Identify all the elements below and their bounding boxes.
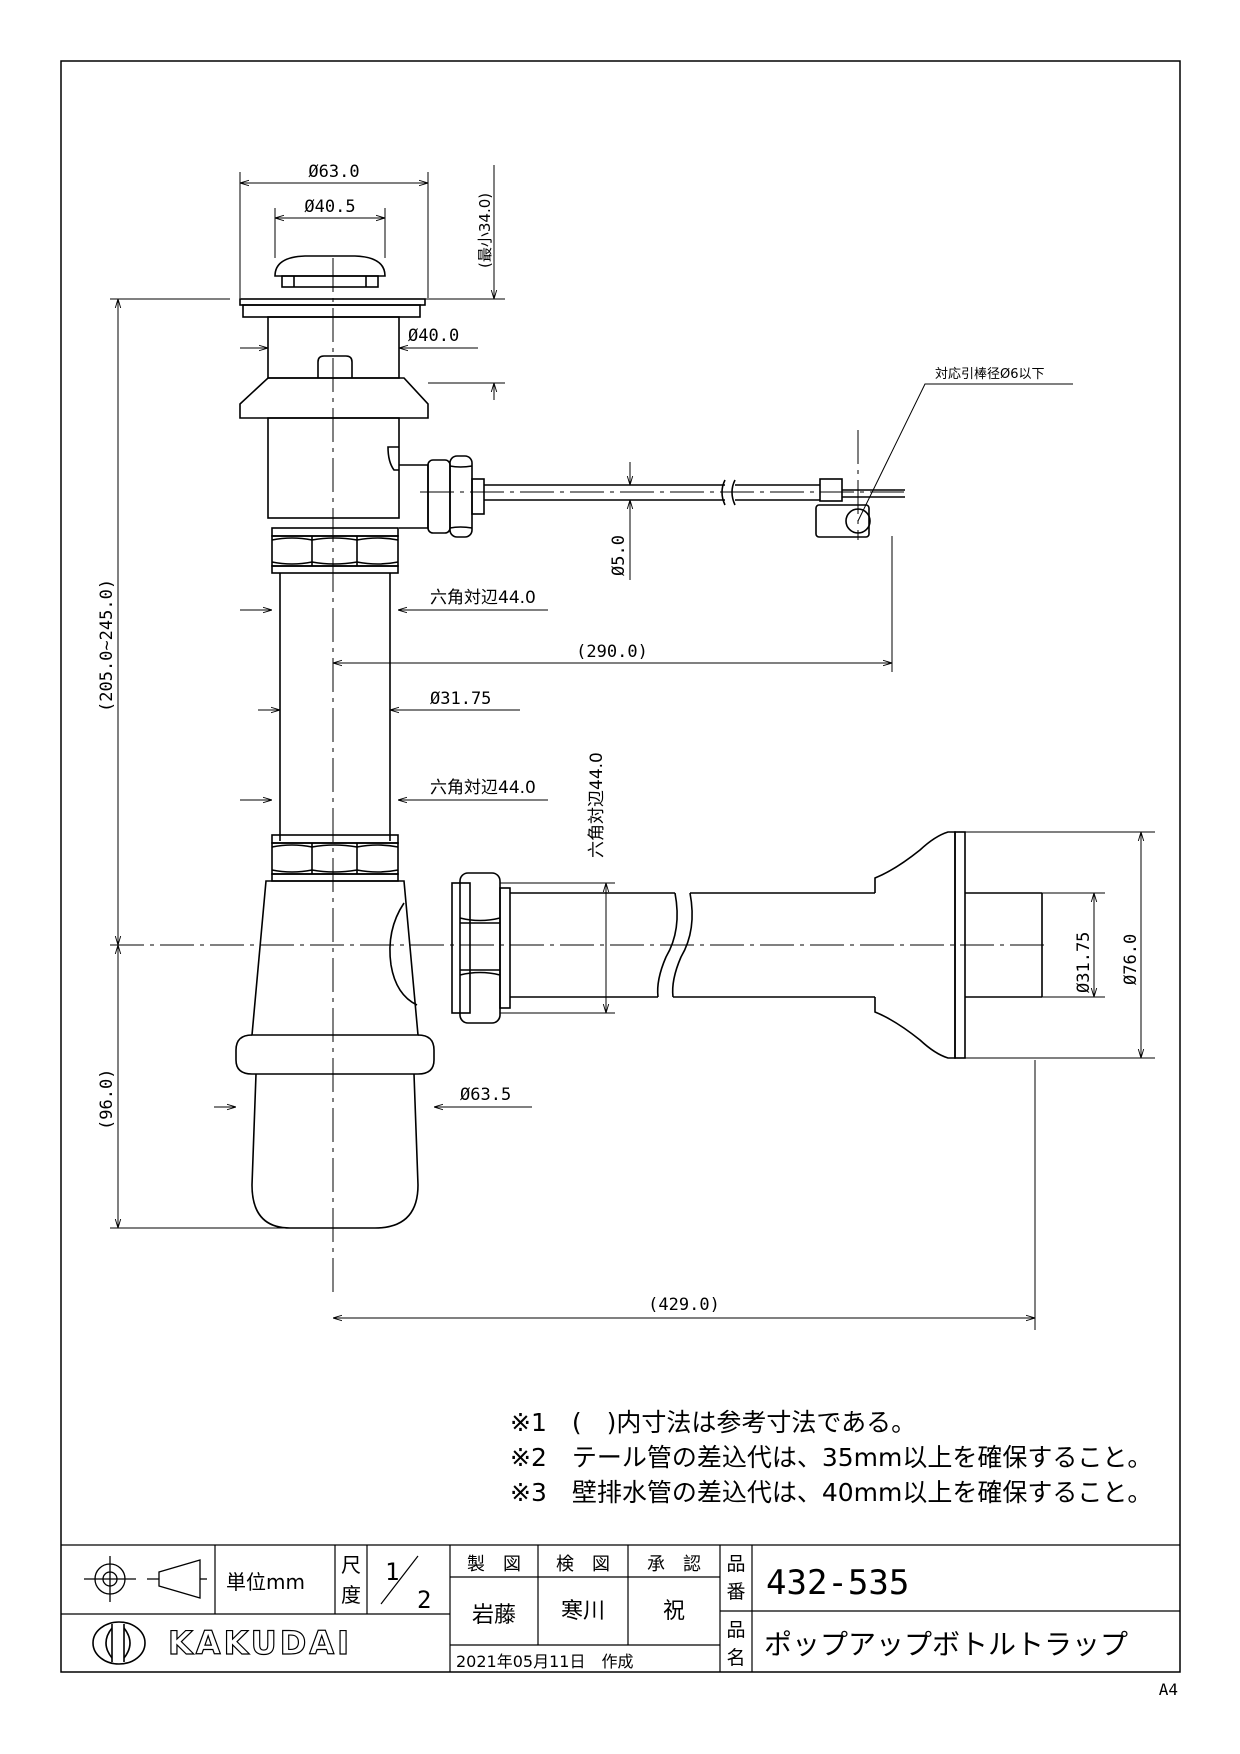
dimension-lines — [110, 165, 1155, 1330]
paper-size: A4 — [1159, 1680, 1178, 1699]
part-no-label-1: 品 — [726, 1553, 745, 1575]
dim-hex-upper: 六角対辺44.0 — [430, 588, 536, 608]
dim-d40-5: Ø40.5 — [304, 197, 355, 217]
center-lines — [110, 258, 1050, 1295]
approved-label: 承 認 — [647, 1554, 701, 1575]
part-name-label-1: 品 — [726, 1619, 745, 1641]
drawn-label: 製 図 — [467, 1554, 521, 1575]
title-block-text: 単位mm 尺 度 1 2 製 図 検 図 承 認 岩藤 寒川 祝 2021年05… — [167, 1553, 1128, 1671]
dim-d76-0: Ø76.0 — [1121, 934, 1141, 985]
creation-date: 2021年05月11日 作成 — [456, 1652, 633, 1671]
dimension-labels: Ø63.0 Ø40.5 (最小34.0) Ø40.0 対応引棒径Ø6以下 Ø5.… — [97, 162, 1141, 1315]
dim-rod-note: 対応引棒径Ø6以下 — [935, 367, 1045, 382]
part-name: ポップアップボトルトラップ — [764, 1628, 1128, 1661]
upper-hex-nut — [271, 535, 399, 567]
scale-label-2: 度 — [341, 1583, 361, 1607]
bottle-body — [251, 880, 419, 1036]
dim-len290: (290.0) — [576, 642, 648, 662]
part-no-label-2: 番 — [726, 1581, 745, 1603]
note-1: ※1 ( )内寸法は参考寸法である。 — [510, 1408, 916, 1437]
drawing-frame — [60, 60, 1181, 1673]
outlet-nut — [459, 872, 501, 1024]
note-3: ※3 壁排水管の差込代は、40mm以上を確保すること。 — [510, 1478, 1152, 1507]
checked-by: 寒川 — [561, 1599, 605, 1624]
dim-d31-75: Ø31.75 — [430, 689, 491, 709]
drawn-by: 岩藤 — [472, 1603, 516, 1628]
lock-nut — [239, 377, 429, 419]
brand-name: KAKUDAI — [168, 1624, 352, 1662]
unit-label: 単位mm — [226, 1570, 305, 1594]
kakudai-logo-icon — [92, 1621, 146, 1665]
dim-d63-5: Ø63.5 — [460, 1085, 511, 1105]
dim-len429: (429.0) — [648, 1295, 720, 1315]
popup-cap — [274, 255, 386, 277]
notes: ※1 ( )内寸法は参考寸法である。 ※2 テール管の差込代は、35mm以上を確… — [510, 1408, 1152, 1507]
scale-denominator: 2 — [417, 1586, 431, 1614]
lower-hex-nut — [271, 842, 399, 875]
note-2: ※2 テール管の差込代は、35mm以上を確保すること。 — [510, 1443, 1152, 1472]
dim-hex-vertical: 六角対辺44.0 — [587, 752, 607, 858]
approved-by: 祝 — [663, 1599, 685, 1624]
bottle-cap — [235, 1034, 435, 1075]
dim-d63-0: Ø63.0 — [308, 162, 359, 182]
dim-min34: (最小34.0) — [476, 193, 494, 268]
rod-nut — [449, 455, 473, 538]
checked-label: 検 図 — [556, 1554, 610, 1575]
part-number: 432-535 — [766, 1563, 909, 1603]
dim-h96: (96.0) — [97, 1069, 117, 1130]
dim-d40-0: Ø40.0 — [408, 326, 459, 346]
projection-symbol-icon — [84, 1556, 207, 1602]
rod-clip — [819, 478, 843, 502]
scale-numerator: 1 — [385, 1558, 399, 1586]
title-block — [61, 1544, 1180, 1672]
dim-d5-0: Ø5.0 — [609, 535, 629, 576]
dim-d31-75-outlet: Ø31.75 — [1074, 932, 1094, 993]
rod-port — [399, 464, 429, 529]
scale-label-1: 尺 — [341, 1553, 361, 1577]
dim-height-range: (205.0~245.0) — [97, 579, 117, 712]
dim-hex-lower: 六角対辺44.0 — [430, 778, 536, 798]
part-name-label-2: 名 — [726, 1647, 745, 1669]
trap-outline — [235, 255, 1043, 1229]
